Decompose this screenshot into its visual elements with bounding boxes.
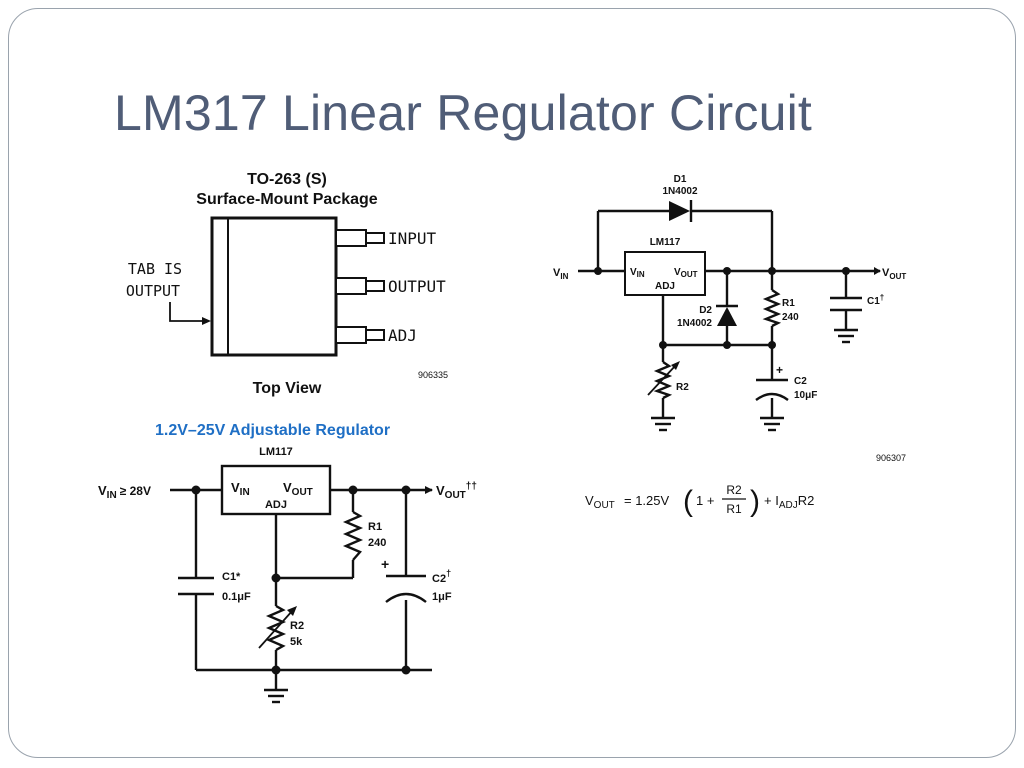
tab-note-line2: OUTPUT xyxy=(126,282,180,300)
adj-input-label: VIN≥ 28V xyxy=(98,483,151,501)
prot-ic-vin-pin: VIN xyxy=(630,267,645,279)
prot-output-label: VOUT xyxy=(882,267,906,281)
adj-ic-vin-pin: VIN xyxy=(231,480,250,498)
formula-tail: + IADJR2 xyxy=(764,493,814,511)
prot-ground-symbol-r2 xyxy=(651,416,675,432)
vout-formula: VOUT = 1.25V ( 1 + R2 R1 ) + IADJR2 xyxy=(585,483,814,518)
prot-d1-part: 1N4002 xyxy=(662,186,697,197)
prot-c2-polarity: + xyxy=(776,363,783,377)
prot-d2-name: D2 xyxy=(699,305,712,316)
prot-figure-id: 906307 xyxy=(876,453,906,463)
prot-r2-name: R2 xyxy=(676,382,689,393)
adj-c1-capacitor xyxy=(178,576,214,596)
prot-output-arrow xyxy=(874,267,881,275)
formula-denominator: R1 xyxy=(726,502,742,516)
adj-r1-value: 240 xyxy=(368,537,386,549)
prot-r2-resistor xyxy=(653,361,673,400)
adj-output-arrow xyxy=(425,486,433,494)
package-body xyxy=(210,216,338,357)
adj-c1-name: C1* xyxy=(222,571,241,583)
prot-input-label: VIN xyxy=(553,267,569,281)
slide-frame xyxy=(8,8,1016,758)
tab-note-line1: TAB IS xyxy=(128,260,182,278)
package-diagram: TO-263 (S) Surface-Mount Package INPUT O… xyxy=(126,171,448,397)
pin-input-label: INPUT xyxy=(388,229,437,248)
prot-ic-adj-pin: ADJ xyxy=(655,281,675,292)
package-figure-id: 906335 xyxy=(418,370,448,380)
adj-r2-resistor xyxy=(265,604,287,652)
prot-ic-name: LM117 xyxy=(650,237,681,248)
adjustable-regulator-circuit: 1.2V–25V Adjustable Regulator LM117 VIN … xyxy=(98,422,477,704)
package-view-label: Top View xyxy=(253,380,322,397)
prot-d2-part: 1N4002 xyxy=(677,318,712,329)
prot-ic-vout-pin: VOUT xyxy=(674,267,698,279)
adj-r1-resistor xyxy=(342,510,364,561)
tab-arrow xyxy=(169,302,204,322)
adj-c2-name: C2† xyxy=(432,568,451,585)
formula-equals: = 1.25V xyxy=(624,493,670,508)
prot-ground-symbol-c1 xyxy=(834,328,858,344)
slide-title: LM317 Linear Regulator Circuit xyxy=(114,85,813,141)
tab-arrowhead xyxy=(202,317,211,325)
adj-ground-symbol xyxy=(264,688,288,704)
prot-ic-body xyxy=(624,251,706,296)
prot-ground-symbol-c2 xyxy=(760,416,784,432)
adj-c1-value: 0.1μF xyxy=(222,591,251,603)
pin-adj-label: ADJ xyxy=(388,326,417,345)
pin-output: OUTPUT xyxy=(335,277,446,296)
adj-ic-body xyxy=(220,464,332,516)
prot-c2-capacitor xyxy=(755,378,789,401)
adj-ic-adj-pin: ADJ xyxy=(265,499,287,511)
adj-r2-name: R2 xyxy=(290,620,304,632)
protected-regulator-circuit: D1 1N4002 LM117 VIN VOUT ADJ VIN VOUT xyxy=(553,174,906,463)
prot-d2-diode xyxy=(716,304,738,326)
formula-prefix: 1 + xyxy=(696,493,714,508)
package-subtitle: Surface-Mount Package xyxy=(196,191,377,208)
prot-c1-capacitor xyxy=(830,296,862,312)
formula-numerator: R2 xyxy=(726,483,742,497)
adj-c2-capacitor xyxy=(385,574,427,603)
pin-input: INPUT xyxy=(335,229,437,248)
prot-d1-diode xyxy=(669,200,693,222)
package-name: TO-263 (S) xyxy=(247,171,327,188)
prot-d1-name: D1 xyxy=(674,174,687,185)
prot-r1-name: R1 xyxy=(782,298,795,309)
pin-adj: ADJ xyxy=(335,326,417,345)
formula-lhs: VOUT xyxy=(585,493,615,511)
adj-r2-value: 5k xyxy=(290,636,303,648)
adj-output-label: VOUT†† xyxy=(436,481,477,501)
formula-close-paren: ) xyxy=(750,485,760,518)
prot-r1-value: 240 xyxy=(782,312,799,323)
adj-c2-value: 1μF xyxy=(432,591,452,603)
adj-ic-vout-pin: VOUT xyxy=(283,480,313,498)
prot-c2-name: C2 xyxy=(794,376,807,387)
pin-output-label: OUTPUT xyxy=(388,277,446,296)
prot-c2-value: 10μF xyxy=(794,390,817,401)
prot-c1-name: C1† xyxy=(867,293,884,307)
adjustable-heading: 1.2V–25V Adjustable Regulator xyxy=(155,422,390,439)
adj-ic-name: LM117 xyxy=(259,446,293,458)
prot-r1-resistor xyxy=(762,289,782,328)
formula-open-paren: ( xyxy=(683,485,693,518)
adj-r1-name: R1 xyxy=(368,521,382,533)
adj-c2-polarity: + xyxy=(381,556,389,572)
